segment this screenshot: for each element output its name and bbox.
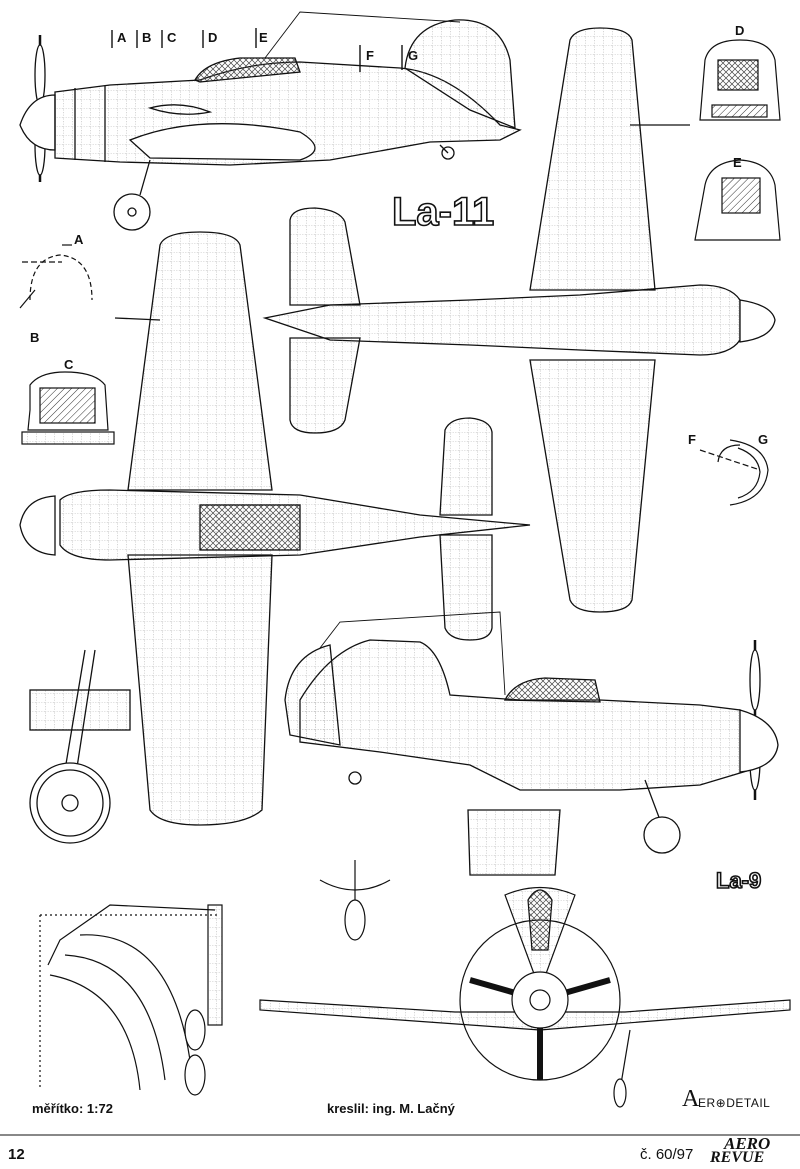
front-view — [259, 886, 791, 1108]
section-mark-d: D — [208, 30, 218, 45]
section-mark-b: B — [142, 30, 152, 45]
main-gear-detail — [29, 649, 131, 844]
gear-retraction-diagram — [39, 904, 223, 1096]
title-la11: La-11 — [391, 189, 495, 235]
page-number: 12 — [8, 1146, 25, 1163]
aerodetail-logo-a: A — [682, 1086, 700, 1112]
detail-label-c: C — [64, 357, 74, 372]
section-detail-ab — [19, 244, 93, 309]
tail-wheel-detail — [319, 860, 391, 941]
top-view-plan — [19, 231, 531, 826]
section-mark-e: E — [259, 30, 268, 45]
aerodetail-logo-text: ER⊕DETAIL — [698, 1096, 771, 1110]
bottom-view-plan — [262, 27, 776, 613]
detail-label-a: A — [74, 232, 84, 247]
magazine-name-top: AERO — [724, 1134, 771, 1153]
aerodetail-logo-icon: A ER⊕DETAIL — [682, 1086, 792, 1114]
author-label: kreslil: ing. M. Lačný — [327, 1101, 455, 1116]
scale-label: měřítko: 1:72 — [32, 1101, 113, 1116]
section-mark-g: G — [408, 48, 419, 63]
section-detail-fg — [699, 439, 769, 506]
section-mark-a: A — [117, 30, 127, 45]
section-mark-f: F — [366, 48, 374, 63]
section-detail-c — [21, 371, 115, 445]
side-view-la11 — [19, 11, 522, 231]
title-la9: La-9 — [715, 867, 762, 894]
aero-revue-logo-icon: AERO REVUE — [708, 1134, 798, 1168]
magazine-name-bottom: REVUE — [710, 1149, 765, 1166]
detail-label-g: G — [758, 432, 769, 447]
section-detail-e — [694, 159, 781, 241]
section-mark-c: C — [167, 30, 177, 45]
detail-label-e: E — [733, 155, 742, 170]
detail-label-b: B — [30, 330, 40, 345]
section-lines-top — [111, 28, 403, 72]
detail-label-f: F — [688, 432, 696, 447]
section-detail-d — [699, 39, 781, 121]
detail-label-d: D — [735, 23, 745, 38]
side-view-la9 — [284, 611, 779, 876]
issue-number: č. 60/97 — [640, 1146, 694, 1163]
